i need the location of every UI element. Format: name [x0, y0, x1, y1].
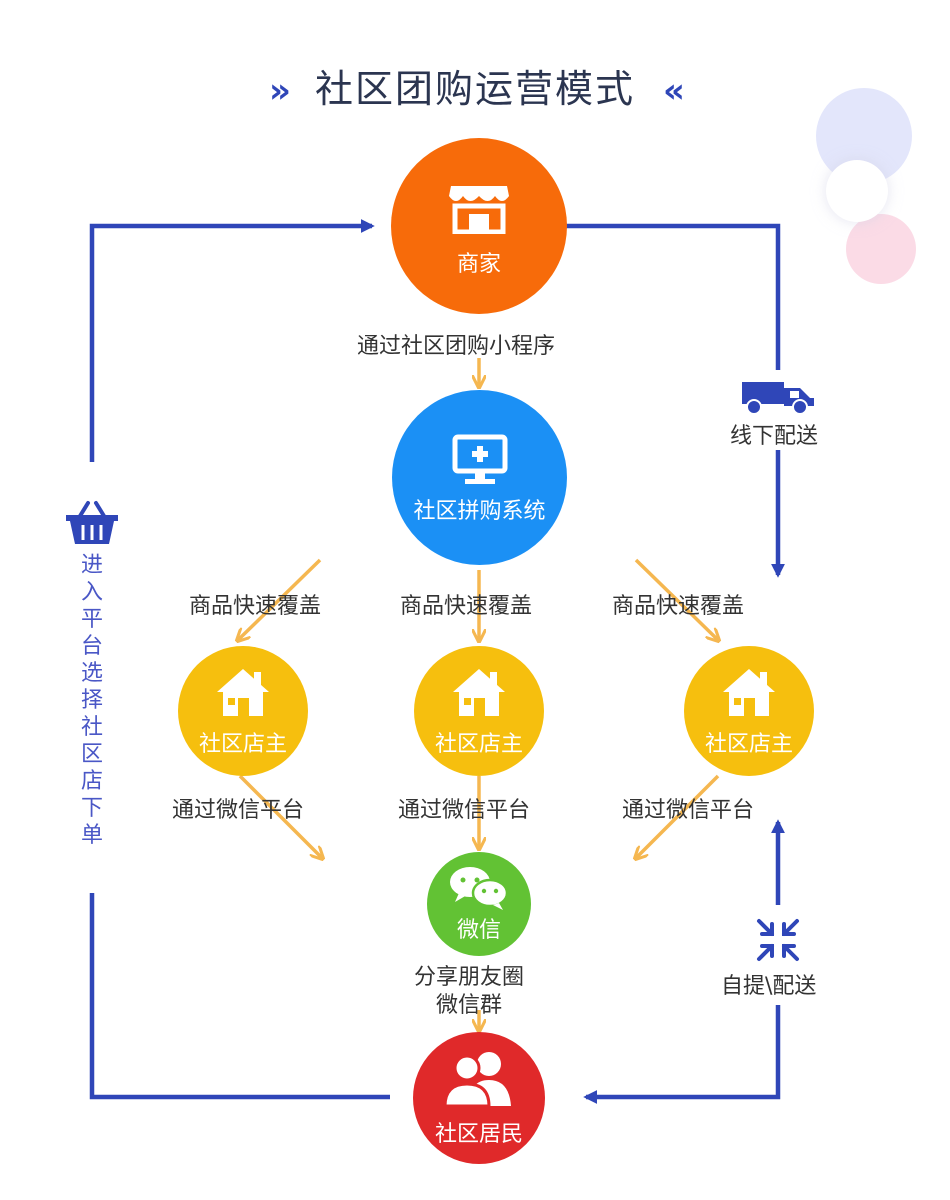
flow-arrow-resident-to-merchant	[89, 226, 390, 1100]
system-node: 社区拼购系统	[392, 390, 567, 565]
wechat-icon	[450, 867, 509, 910]
merchant-label: 商家	[456, 252, 501, 277]
edge-label-via-mini-program: 通过社区团购小程序	[357, 334, 556, 359]
wechat-label: 微信	[456, 918, 501, 943]
house-icon	[217, 669, 269, 716]
edge-label-pickup-delivery: 自提\配送	[721, 974, 817, 999]
flow-arrow-pickup-to-resident	[583, 1005, 781, 1104]
people-icon	[443, 1052, 511, 1108]
title-text: 社区团购运营模式	[314, 67, 635, 111]
system-label: 社区拼购系统	[413, 499, 546, 524]
storefront-icon	[449, 186, 509, 234]
edge-label-offline-delivery: 线下配送	[730, 424, 819, 449]
edge-label-via-wechat-left: 通过微信平台	[172, 798, 305, 823]
flow-arrow-system-to-owner-right	[634, 558, 718, 640]
shop-owner-label: 社区店主	[434, 732, 523, 757]
edge-label-share-moments: 分享朋友圈	[414, 965, 525, 990]
shop-owner-label: 社区店主	[704, 732, 793, 757]
house-icon	[723, 669, 775, 716]
resident-label: 社区居民	[434, 1122, 523, 1147]
house-icon	[453, 669, 505, 716]
page-title: » 社区团购运营模式 «	[0, 58, 950, 113]
shop-owner-node-right: 社区店主	[684, 646, 814, 776]
flow-arrow-owner-right-to-wechat	[636, 774, 720, 858]
edge-label-via-wechat-center: 通过微信平台	[398, 798, 531, 823]
merchant-node: 商家	[391, 138, 567, 314]
resident-node: 社区居民	[413, 1032, 545, 1164]
flow-arrow-offline-delivery	[566, 223, 778, 575]
shop-owner-node-center: 社区店主	[414, 646, 544, 776]
edge-label-share-groups: 微信群	[436, 993, 503, 1018]
title-right-mark: «	[663, 71, 685, 111]
shop-owner-node-left: 社区店主	[178, 646, 308, 776]
basket-icon	[66, 501, 118, 544]
edge-label-via-wechat-right: 通过微信平台	[622, 798, 755, 823]
title-left-mark: »	[269, 71, 291, 111]
edge-label-fast-coverage-left: 商品快速覆盖	[189, 594, 322, 619]
edge-label-enter-platform: 进入平台选择社区店下单	[80, 553, 103, 848]
flow-arrow-system-to-owner-left	[238, 558, 322, 640]
collapse-arrows-icon	[757, 919, 799, 961]
edge-label-fast-coverage-right: 商品快速覆盖	[612, 594, 745, 619]
shop-owner-label: 社区店主	[198, 732, 287, 757]
flow-arrow-owner-left-to-wechat	[238, 774, 322, 858]
decorative-bubble	[846, 214, 916, 284]
decorative-bubble	[826, 160, 888, 222]
truck-icon	[742, 382, 814, 415]
monitor-plus-icon	[452, 434, 508, 484]
edge-label-fast-coverage-center: 商品快速覆盖	[400, 594, 533, 619]
wechat-node: 微信	[427, 852, 531, 956]
